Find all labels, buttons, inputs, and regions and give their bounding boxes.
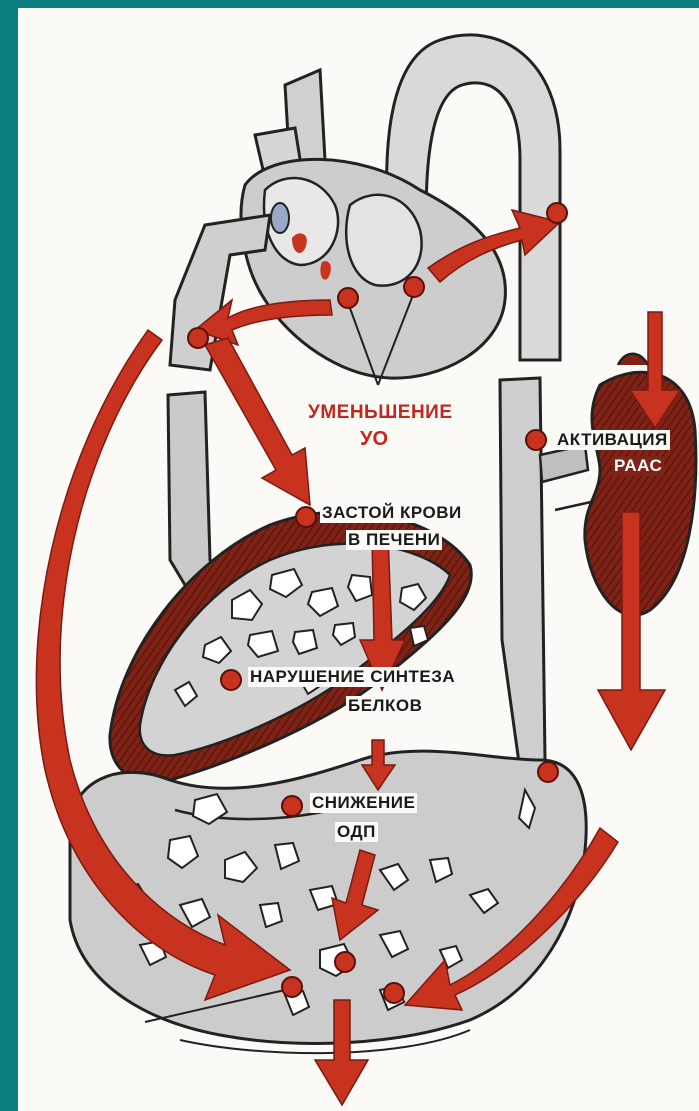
label-oncotic-pressure-line1: СНИЖЕНИЕ: [310, 793, 417, 813]
label-raas-line2: РААС: [612, 456, 664, 476]
marker-right-vessel: [538, 762, 558, 782]
label-protein-synthesis-line2: БЕЛКОВ: [346, 696, 424, 716]
arrow-vein-to-liver: [205, 338, 310, 505]
marker-aorta: [547, 203, 567, 223]
marker-vein: [188, 328, 208, 348]
marker-rv: [338, 288, 358, 308]
liver: [110, 512, 471, 782]
marker-protein: [221, 670, 241, 690]
marker-lv: [404, 277, 424, 297]
marker-raas: [526, 430, 546, 450]
marker-tissue-1: [335, 952, 355, 972]
marker-liver-congestion: [296, 507, 316, 527]
marker-tissue-3: [282, 977, 302, 997]
label-reduced-output-line2: УО: [358, 428, 391, 451]
label-raas-line1: АКТИВАЦИЯ: [555, 430, 670, 450]
label-liver-congestion-line2: В ПЕЧЕНИ: [346, 530, 442, 550]
label-liver-congestion-line1: ЗАСТОЙ КРОВИ: [320, 503, 464, 523]
label-reduced-output-line1: УМЕНЬШЕНИЕ: [306, 402, 455, 424]
label-protein-synthesis-line1: НАРУШЕНИЕ СИНТЕЗА: [248, 667, 457, 687]
label-oncotic-pressure-line2: ОДП: [335, 822, 378, 842]
marker-tissue-2: [384, 983, 404, 1003]
marker-odp: [282, 796, 302, 816]
